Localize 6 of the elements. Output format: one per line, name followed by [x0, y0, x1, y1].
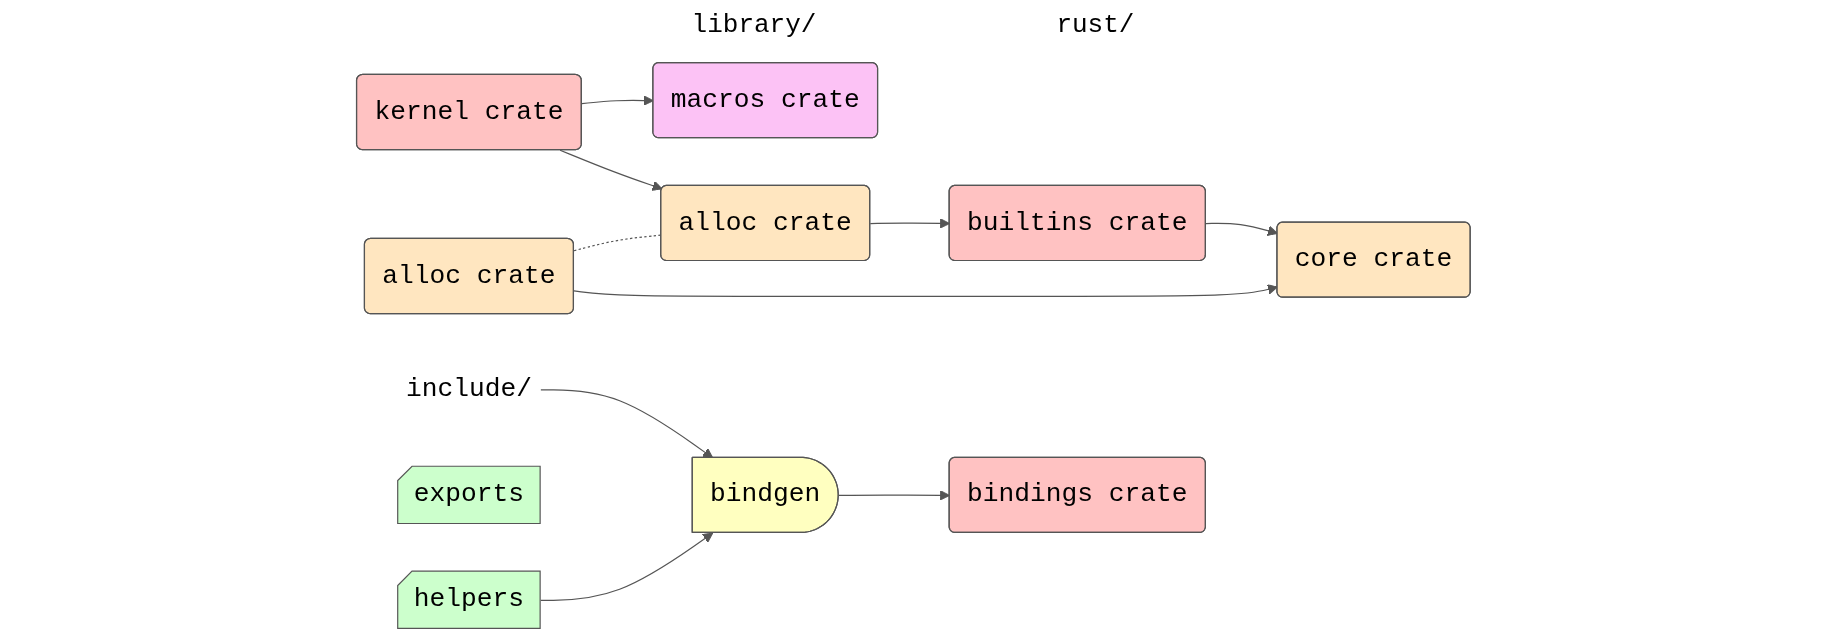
folder-heading: library/	[691, 10, 817, 42]
node-text: include/	[405, 374, 532, 405]
arrow	[539, 532, 713, 601]
arrow	[539, 388, 713, 458]
arrow	[559, 149, 663, 191]
folder-heading: rust/	[1056, 10, 1135, 42]
